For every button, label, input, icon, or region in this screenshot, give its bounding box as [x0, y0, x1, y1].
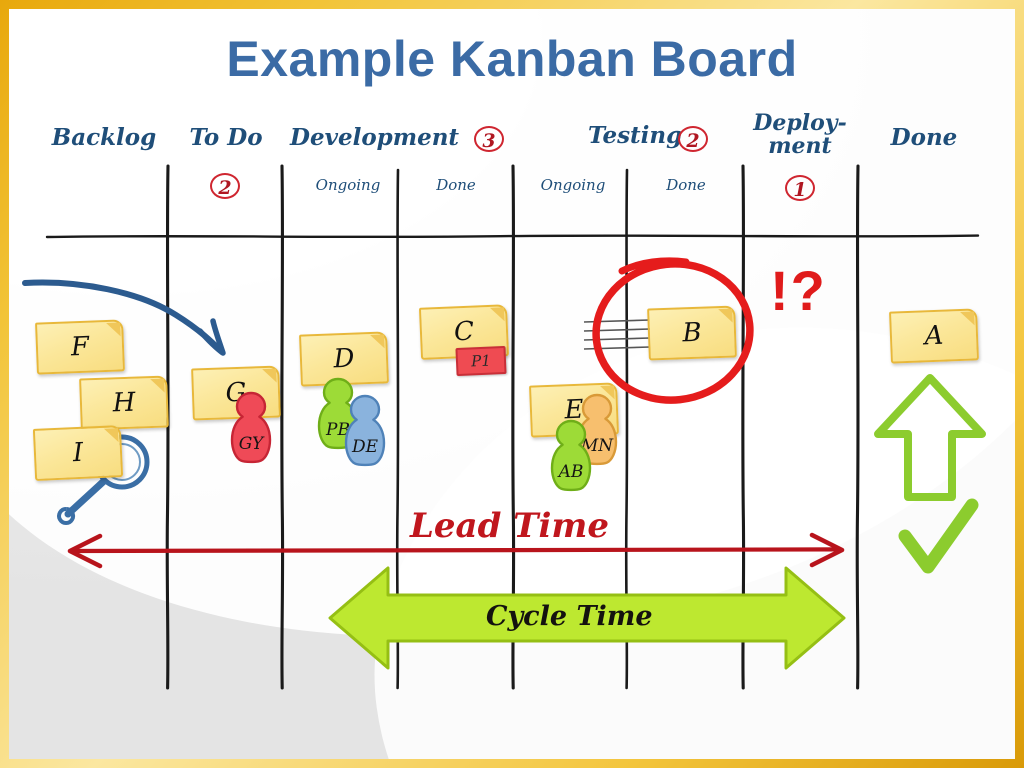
column-header-testing: Testing	[588, 122, 683, 149]
cycle-time-label: Cycle Time	[486, 601, 653, 632]
avatar-GY[interactable]: GY	[228, 390, 274, 464]
background-sheen-secondary	[279, 208, 1015, 759]
column-header-deployment: Deploy- ment	[753, 110, 847, 160]
card-label: F	[70, 331, 90, 363]
avatar-pawn-icon	[230, 391, 272, 464]
card-label: C	[453, 316, 475, 348]
card-F[interactable]: F	[35, 319, 125, 375]
card-fold-icon	[262, 368, 277, 384]
card-fold-icon	[150, 378, 165, 394]
page-title: Example Kanban Board	[226, 31, 798, 87]
lead-time-label: Lead Time	[410, 506, 610, 546]
card-label: B	[681, 317, 703, 349]
column-header-done: Done	[890, 124, 958, 151]
card-I[interactable]: I	[32, 425, 124, 481]
wip-limit-deployment: 1	[785, 175, 815, 201]
card-label: H	[112, 387, 136, 419]
avatar-AB[interactable]: AB	[548, 418, 594, 492]
avatar-pawn-icon	[344, 394, 386, 467]
wip-limit-todo: 2	[210, 173, 240, 199]
card-fold-icon	[490, 307, 505, 322]
card-B[interactable]: B	[647, 305, 737, 361]
wip-limit-testing: 2	[678, 126, 708, 152]
card-label: D	[332, 343, 355, 375]
column-header-todo: To Do	[189, 124, 263, 151]
avatar-DE[interactable]: DE	[342, 393, 388, 467]
card-fold-icon	[960, 311, 975, 326]
alert-marks: !?	[770, 259, 827, 322]
card-A[interactable]: A	[889, 308, 979, 364]
card-fold-icon	[370, 334, 385, 349]
avatar-pawn-icon	[550, 419, 592, 492]
card-fold-icon	[718, 308, 733, 324]
card-fold-icon	[106, 322, 121, 337]
wip-limit-development: 3	[474, 126, 504, 152]
sublane-header-development-ongoing: Ongoing	[315, 176, 381, 194]
avatar-pawn-icon	[576, 393, 618, 466]
card-fold-icon	[103, 428, 119, 443]
sublane-header-testing-done: Done	[666, 176, 706, 194]
card-H[interactable]: H	[79, 375, 169, 431]
tag-P1[interactable]: P1	[455, 345, 507, 377]
sublane-header-testing-ongoing: Ongoing	[540, 176, 606, 194]
column-header-development: Development	[290, 124, 460, 151]
card-label: A	[924, 320, 944, 352]
sublane-header-development-done: Done	[436, 176, 476, 194]
card-label: I	[72, 437, 84, 469]
column-header-backlog: Backlog	[51, 124, 157, 151]
